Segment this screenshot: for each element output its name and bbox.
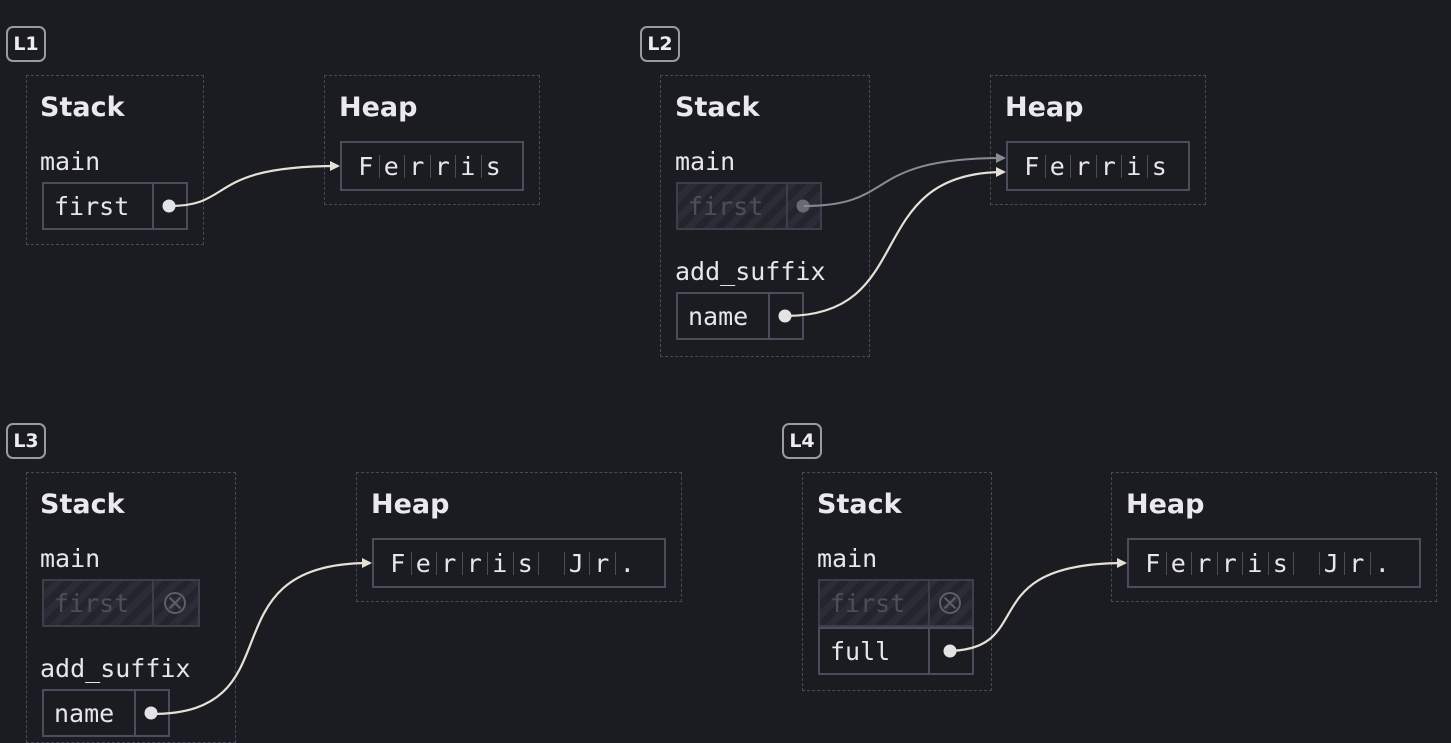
- heap-char: F: [386, 549, 412, 578]
- heap-char: r: [590, 549, 616, 578]
- l2-var-name-pointer: [768, 294, 802, 338]
- l1-arrow-first-to-heap: [169, 161, 340, 208]
- heap-char: e: [412, 549, 438, 578]
- heap-char: r: [463, 549, 489, 578]
- l2-stack-frame: [660, 75, 870, 357]
- l3-var-first-name: first: [44, 581, 154, 625]
- l4-var-first: first: [818, 579, 974, 627]
- l4-var-first-freed: [928, 581, 972, 625]
- pointer-dot: [162, 199, 176, 213]
- l3-var-name: name: [42, 689, 170, 737]
- l4-frame-main: main: [817, 544, 878, 573]
- l4-stack-frame: [802, 472, 992, 691]
- heap-char: r: [1071, 152, 1097, 181]
- l2-var-name: name: [676, 292, 804, 340]
- heap-char: s: [485, 151, 503, 181]
- l3-stack-title: Stack: [40, 489, 125, 520]
- heap-char: [1294, 549, 1320, 578]
- l2-heap-frame: [990, 75, 1206, 205]
- l4-stack-title: Stack: [817, 489, 902, 520]
- heap-char: r: [1192, 549, 1218, 578]
- l4-heap-frame: [1111, 472, 1437, 602]
- heap-char: r: [1218, 549, 1244, 578]
- l3-heap-frame: [356, 472, 682, 602]
- l4-var-first-name: first: [820, 581, 930, 625]
- heap-char: r: [437, 549, 463, 578]
- step-label-l1: L1: [6, 26, 46, 62]
- l1-stack-title: Stack: [40, 92, 125, 123]
- heap-char: s: [514, 549, 540, 578]
- pointer-dot: [796, 199, 810, 213]
- heap-char: J: [565, 549, 591, 578]
- heap-char: i: [488, 549, 514, 578]
- heap-char: [539, 549, 565, 578]
- l2-var-first: first: [676, 182, 822, 230]
- l2-arrow-first-to-heap: [803, 153, 1006, 207]
- freed-icon: [164, 592, 186, 614]
- heap-char: s: [1151, 151, 1169, 181]
- heap-char: i: [1243, 549, 1269, 578]
- l1-heap-title: Heap: [339, 92, 418, 123]
- l2-var-name-name: name: [678, 294, 770, 338]
- heap-char: F: [1020, 152, 1046, 181]
- l2-heap-title: Heap: [1005, 92, 1084, 123]
- l2-frame-main: main: [675, 147, 736, 176]
- heap-char: .: [619, 548, 637, 578]
- heap-char: r: [1097, 152, 1123, 181]
- l3-frame-add-suffix: add_suffix: [40, 654, 191, 683]
- l3-var-first-freed: [152, 581, 198, 625]
- l4-var-full: full: [818, 627, 974, 675]
- heap-char: r: [1345, 549, 1371, 578]
- heap-char: J: [1320, 549, 1346, 578]
- l1-var-first: first: [42, 182, 188, 230]
- l3-var-name-name: name: [44, 691, 136, 735]
- l3-heap-title: Heap: [371, 489, 450, 520]
- l3-arrow-name-to-heap: [151, 558, 372, 716]
- heap-char: e: [380, 152, 406, 181]
- pointer-dot: [778, 309, 792, 323]
- l1-stack-frame: [26, 75, 204, 245]
- heap-char: e: [1167, 549, 1193, 578]
- pointer-dot: [144, 706, 158, 720]
- heap-char: F: [1141, 549, 1167, 578]
- heap-char: F: [354, 152, 380, 181]
- step-label-l2: L2: [640, 26, 680, 62]
- heap-char: .: [1374, 548, 1392, 578]
- l2-var-first-name: first: [678, 184, 788, 228]
- l4-arrow-full-to-heap: [945, 558, 1127, 653]
- l1-frame-main: main: [40, 147, 101, 176]
- l1-var-first-name: first: [44, 184, 154, 228]
- step-label-l3: L3: [6, 423, 46, 459]
- heap-char: s: [1269, 549, 1295, 578]
- l3-var-first: first: [42, 579, 200, 627]
- heap-char: e: [1046, 152, 1072, 181]
- step-label-l4: L4: [782, 423, 822, 459]
- l4-var-full-name: full: [820, 629, 930, 673]
- l2-frame-add-suffix: add_suffix: [675, 257, 826, 286]
- l3-var-name-pointer: [134, 691, 168, 735]
- l1-var-first-pointer: [152, 184, 186, 228]
- heap-char: i: [1122, 152, 1148, 181]
- heap-char: r: [405, 152, 431, 181]
- heap-char: r: [431, 152, 457, 181]
- l4-heap-title: Heap: [1126, 489, 1205, 520]
- l2-stack-title: Stack: [675, 92, 760, 123]
- l1-heap-frame: [324, 75, 540, 205]
- l3-frame-main: main: [40, 544, 101, 573]
- freed-icon: [939, 592, 961, 614]
- heap-char: i: [456, 152, 482, 181]
- l2-arrow-name-to-heap: [785, 167, 1006, 318]
- l2-var-first-pointer: [786, 184, 820, 228]
